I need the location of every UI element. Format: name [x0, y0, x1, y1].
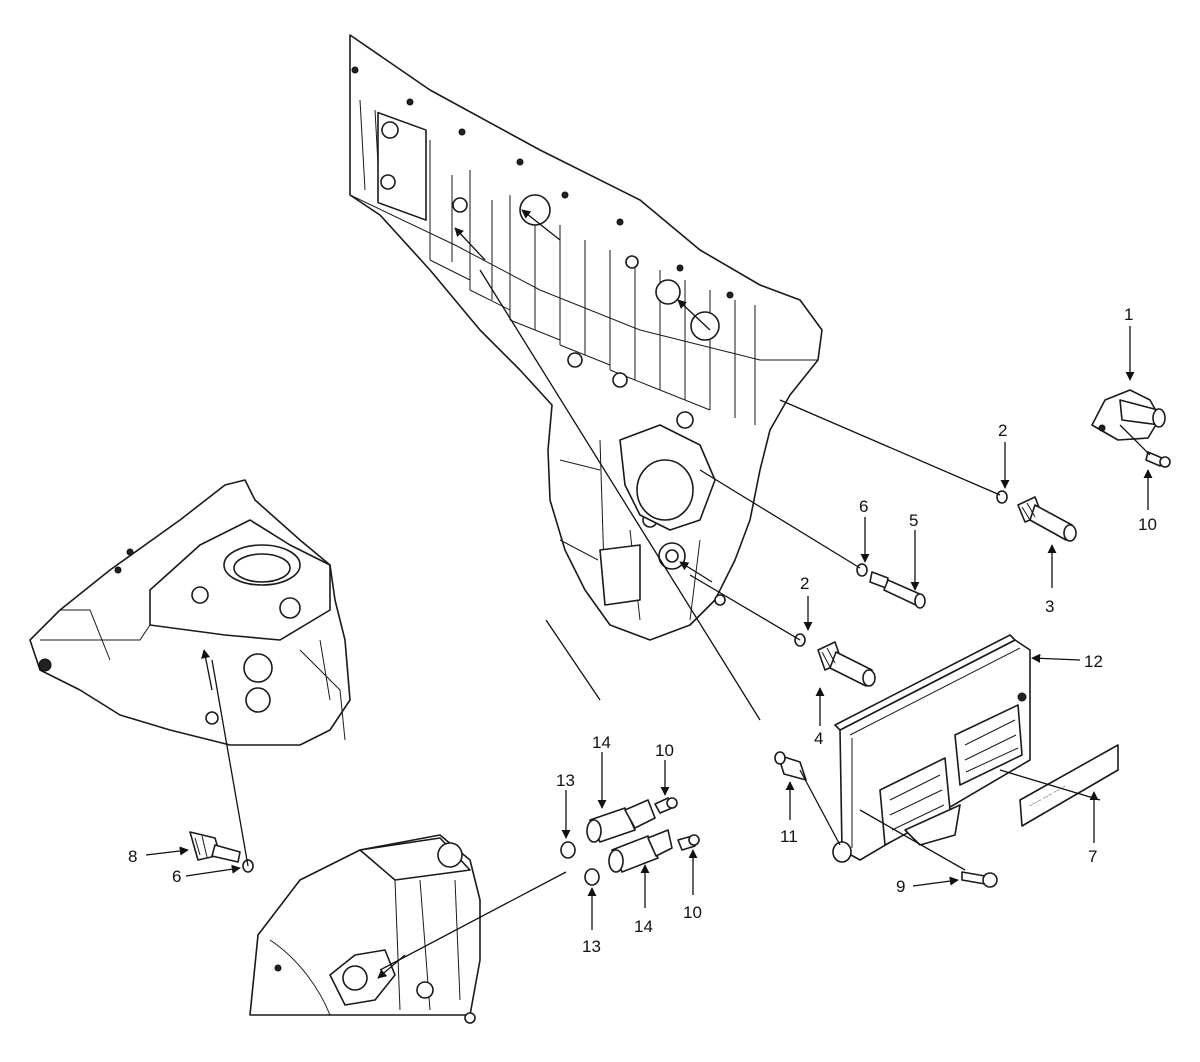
callout-8: 8 [128, 847, 137, 866]
callout-9: 9 [896, 877, 905, 896]
block-bolt-holes [351, 66, 734, 606]
part-6-oring-right [856, 563, 868, 577]
callout-4: 4 [814, 729, 823, 748]
callout-2-lower: 2 [800, 574, 809, 593]
part-11-standoff [774, 751, 807, 781]
ecm-module [832, 634, 1031, 863]
callout-11: 11 [780, 827, 798, 846]
callout-10-upper-mid: 10 [655, 741, 674, 760]
part-9-screw [961, 871, 998, 888]
arrow-6b [185, 864, 241, 877]
part-14-sensor-upper [586, 799, 656, 843]
callout-13-lower: 13 [582, 937, 601, 956]
part-3-sensor [1017, 496, 1077, 542]
callout-14-lower: 14 [634, 917, 653, 936]
callout-3: 3 [1045, 597, 1054, 616]
callout-10-right: 10 [1138, 515, 1157, 534]
ecm-label-plate: ~~~~ ~~~ ~~~~ ~~ ~~ [1019, 744, 1119, 827]
callout-labels: 1 2 2 3 4 5 6 6 7 8 9 10 10 10 11 12 13 … [128, 305, 1157, 956]
callout-6-right: 6 [859, 497, 868, 516]
left-block-section [29, 479, 351, 746]
callout-1: 1 [1124, 305, 1133, 324]
part-10-bolt-upper-mid [654, 797, 678, 814]
bottom-block-section [249, 834, 481, 1024]
block-bore-walls [377, 111, 756, 425]
part-10-bolt-lower-mid [677, 834, 700, 851]
part-2-oring-top [996, 490, 1008, 504]
part-14-sensor-lower [608, 829, 673, 873]
callout-arrows [145, 326, 1153, 930]
callout-10-lower-mid: 10 [683, 903, 702, 922]
callout-12: 12 [1084, 652, 1103, 671]
arrow-12 [1031, 653, 1081, 663]
block-sensor-ports [519, 194, 720, 570]
callout-13-upper: 13 [556, 771, 575, 790]
part-4-sensor [817, 641, 876, 687]
part-5-sensor [869, 571, 926, 609]
ecm-bracket [904, 804, 961, 846]
engine-block [349, 34, 823, 641]
callout-14-upper: 14 [592, 733, 611, 752]
callout-6-left: 6 [172, 867, 181, 886]
arrow-9 [912, 876, 959, 887]
part-10-bolt-top [1145, 451, 1171, 468]
callout-2-upper: 2 [998, 421, 1007, 440]
callout-7: 7 [1088, 847, 1097, 866]
arrow-8 [145, 846, 189, 856]
part-8-sensor [189, 831, 241, 863]
part-1-sensor-housing [1091, 389, 1166, 441]
install-arrows [201, 209, 713, 979]
part-13-oring-upper [560, 841, 576, 859]
part-13-oring-lower [584, 868, 600, 886]
leader-lines [211, 269, 1151, 971]
callout-5: 5 [909, 511, 918, 530]
